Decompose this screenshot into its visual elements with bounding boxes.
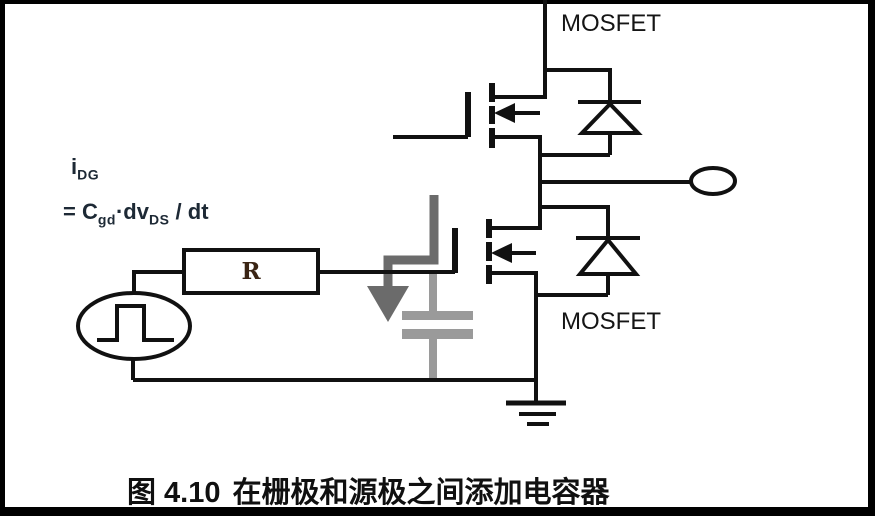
formula-i-subscript: DG	[77, 166, 100, 183]
resistor-label: R	[241, 258, 261, 285]
gate-source-capacitor	[402, 274, 473, 382]
bottom-body-diode	[536, 205, 641, 297]
circuit-wires	[76, 0, 737, 426]
mosfet-bottom-label: MOSFET	[561, 308, 661, 335]
gate-current-formula: iDG = Cgd·dvDS / dt	[63, 148, 209, 239]
figure-caption: 图 4.10 在栅极和源极之间添加电容器	[127, 469, 610, 511]
formula-i: i	[71, 154, 78, 179]
top-body-diode	[540, 68, 643, 157]
induced-current-arrow	[367, 195, 439, 322]
pulse-source-symbol	[76, 270, 192, 380]
formula-dv-subscript: DS	[148, 211, 170, 228]
formula-dt: / dt	[169, 199, 209, 225]
figure-title: 在栅极和源极之间添加电容器	[232, 477, 610, 509]
output-terminal	[540, 166, 737, 196]
top-mosfet-symbol	[393, 83, 545, 148]
formula-line2: = Cgd·dvDS / dt	[63, 193, 209, 238]
formula-dv: ·dv	[115, 199, 149, 225]
gate-resistor-box	[182, 248, 320, 295]
formula-line1: iDG	[63, 148, 209, 193]
figure-number: 图 4.10	[127, 477, 221, 509]
formula-cgd: = C	[63, 199, 98, 225]
bottom-mosfet-symbol	[318, 219, 540, 284]
mosfet-top-label: MOSFET	[561, 10, 661, 37]
ground-symbol	[506, 400, 566, 426]
formula-cgd-subscript: gd	[97, 211, 116, 228]
